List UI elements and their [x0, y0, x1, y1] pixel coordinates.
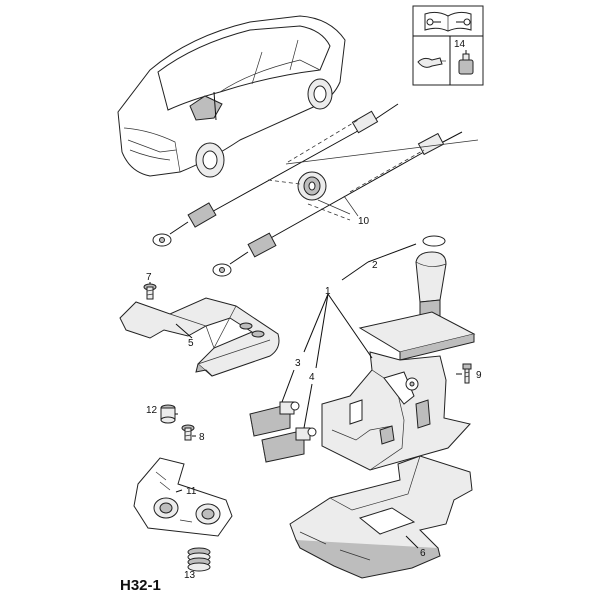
legend-box: 14: [412, 5, 484, 86]
lubricant-tube-icon: [417, 57, 446, 68]
screw-8: [181, 424, 195, 441]
callout-10: 10: [358, 216, 370, 227]
callout-7: 7: [146, 272, 152, 283]
callout-4: 4: [309, 372, 315, 383]
insulation-mat: [289, 455, 473, 579]
shift-cable-lower: [212, 131, 463, 277]
diagram-reference: H32-1: [120, 577, 161, 594]
plug-12: [160, 404, 176, 424]
callout-5: 5: [188, 338, 194, 349]
callout-12: 12: [146, 405, 158, 416]
trim-frame: [119, 297, 280, 377]
bolt-9: [462, 363, 472, 384]
leader-lines: [149, 243, 462, 549]
wrench-book-icon: [424, 11, 472, 32]
callout-13: 13: [184, 570, 196, 581]
bracket-11: [133, 457, 233, 537]
cable-connector-3: [249, 401, 300, 437]
callout-11: 11: [186, 486, 197, 497]
callout-labels: 1 2 3 4 5 6 7 8 9 10 11 12 13: [146, 216, 482, 581]
callout-8: 8: [199, 432, 205, 443]
spring-nut-13: [187, 547, 211, 572]
callout-9: 9: [476, 370, 482, 381]
shift-cable-upper: [152, 103, 399, 247]
grease-bottle-icon: [458, 50, 474, 75]
callout-2: 2: [372, 260, 378, 271]
legend-part-number: 14: [454, 39, 466, 50]
shifter-housing: [321, 351, 471, 471]
callout-1: 1: [325, 286, 331, 297]
gear-knob: [415, 251, 447, 319]
gear-knob-cap: [422, 235, 446, 247]
callout-6: 6: [420, 548, 426, 559]
screw-7: [143, 283, 157, 300]
callout-3: 3: [295, 358, 301, 369]
gear-boot: [358, 311, 476, 361]
vehicle-illustration: [117, 15, 346, 178]
cable-grommet: [297, 171, 327, 201]
cable-connector-4: [261, 427, 317, 463]
